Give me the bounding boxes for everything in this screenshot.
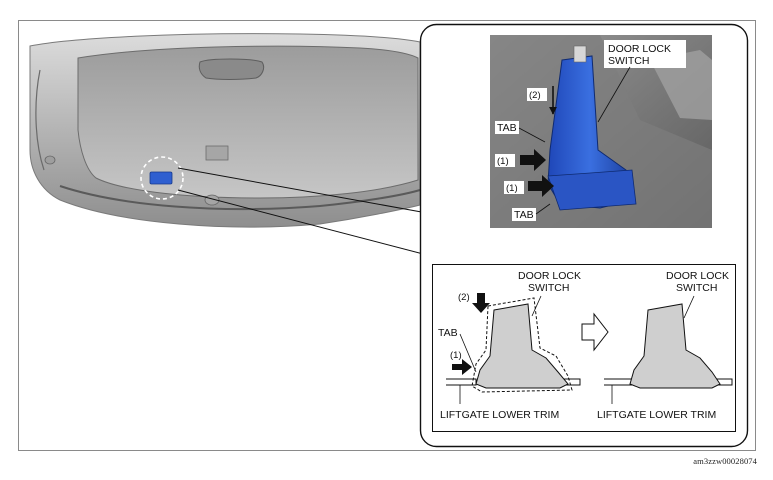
photo-inset: DOOR LOCK SWITCH (2) TAB (1) (1) TAB: [490, 35, 712, 228]
trim-before-left: [446, 378, 477, 386]
trim-after-right: [712, 378, 733, 386]
switch-before-dashed-outline: [471, 297, 573, 393]
liftgate-handle-recess: [198, 58, 265, 80]
switch-after-body: [629, 303, 721, 389]
leader-before-switch: [531, 295, 542, 317]
liftgate-side-contour: [35, 69, 45, 171]
liftgate-lower-edge: [59, 185, 421, 211]
door-lock-switch-small: [149, 171, 173, 185]
label-switch-line1: DOOR LOCK: [608, 43, 671, 55]
arrow-before-2: [472, 293, 490, 313]
label-bg-tab-upper: [495, 121, 519, 134]
after-label-switch-line1: DOOR LOCK: [666, 270, 729, 282]
before-label-tab: TAB: [438, 327, 458, 339]
label-bg-switch: [604, 40, 686, 68]
label-switch-line2: SWITCH: [608, 55, 649, 67]
liftgate-inner-panel: [77, 45, 419, 199]
label-bg-tab-lower: [512, 208, 536, 221]
figure-frame: [18, 20, 756, 451]
label-bg-step1-lower: [504, 181, 524, 194]
liftgate-molding-slot: [205, 145, 229, 161]
arrow-before-1: [452, 359, 472, 375]
detail-after: DOOR LOCK SWITCH LIFTGATE LOWER TRIM: [597, 270, 733, 421]
after-label-switch-line2: SWITCH: [676, 282, 717, 294]
leader-before-tab: [459, 333, 477, 373]
label-step1-lower: (1): [506, 183, 518, 194]
leader-switch: [597, 66, 631, 123]
label-step1-upper: (1): [497, 156, 509, 167]
label-step2: (2): [529, 90, 541, 101]
photo-switch-connector: [573, 45, 587, 63]
photo-switch-base: [547, 169, 637, 211]
callout-line-upper: [177, 167, 428, 214]
callout-line-lower: [177, 189, 428, 256]
transition-arrow: [581, 312, 609, 352]
label-bg-step2: [527, 88, 547, 101]
before-label-step1: (1): [450, 350, 462, 361]
leader-tab-upper: [518, 127, 546, 143]
before-label-switch-line2: SWITCH: [528, 282, 569, 294]
label-tab-upper: TAB: [497, 122, 517, 134]
before-label-step2: (2): [458, 292, 470, 303]
figure-id: am3zzw00028074: [693, 456, 757, 466]
liftgate-overview: [29, 33, 428, 256]
label-tab-lower: TAB: [514, 209, 534, 221]
after-label-trim: LIFTGATE LOWER TRIM: [597, 409, 716, 421]
before-label-switch-line1: DOOR LOCK: [518, 270, 581, 282]
trim-before-right: [560, 378, 581, 386]
photo-arrow-1-lower: [528, 175, 554, 197]
liftgate-bolt-left: [44, 155, 56, 165]
switch-before-body: [475, 303, 569, 389]
photo-arrow-1-upper: [520, 149, 546, 171]
detail-before: DOOR LOCK SWITCH (2) TAB (1) LIFTGATE LO…: [438, 270, 581, 421]
label-bg-step1-upper: [495, 154, 515, 167]
switch-location-circle: [140, 156, 184, 200]
leader-tab-lower: [535, 203, 551, 215]
before-label-trim: LIFTGATE LOWER TRIM: [440, 409, 559, 421]
leader-after-switch: [683, 295, 695, 319]
